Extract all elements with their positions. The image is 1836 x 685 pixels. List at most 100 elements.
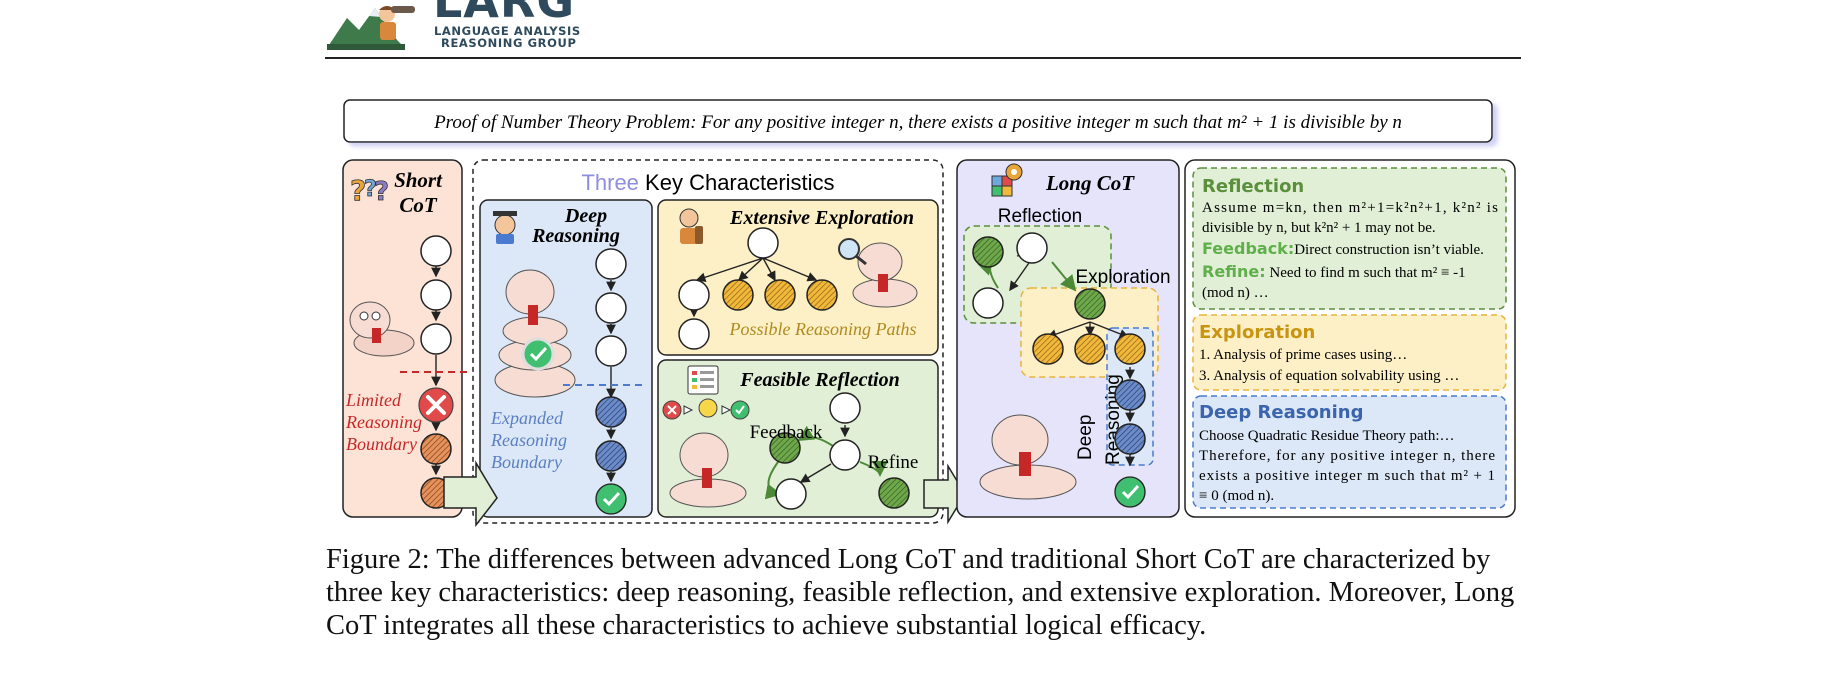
extensive-exploration-subpanel: Extensive Exploration Possible Reasoning… bbox=[657, 199, 939, 356]
feasible-title: Feasible Reflection bbox=[739, 369, 899, 391]
refine-detail: Refine: Need to find m such that m² ≡ -1 bbox=[1202, 262, 1466, 281]
node bbox=[1016, 232, 1048, 264]
node bbox=[764, 279, 796, 311]
three-key-characteristics-panel: Three Key Characteristics Deep Reasoning bbox=[472, 159, 944, 524]
limited-boundary-line3: Boundary bbox=[346, 434, 417, 454]
possible-paths-label: Possible Reasoning Paths bbox=[729, 319, 917, 339]
limited-boundary-line1: Limited bbox=[345, 390, 402, 410]
feedback-detail: Feedback:Direct construction isn’t viabl… bbox=[1202, 239, 1484, 258]
node bbox=[1114, 333, 1146, 365]
snake-coiled-icon bbox=[494, 269, 576, 398]
long-reflection-label: Reflection bbox=[998, 206, 1083, 227]
check-icon bbox=[1114, 476, 1146, 508]
long-exploration-label: Exploration bbox=[1075, 267, 1170, 288]
deep-detail-line3: exists a positive integer m such that m²… bbox=[1199, 468, 1495, 484]
node bbox=[595, 248, 627, 280]
node bbox=[1032, 333, 1064, 365]
idea-flow-icon bbox=[662, 398, 750, 420]
figure-caption: Figure 2: The differences between advanc… bbox=[326, 544, 1515, 641]
deep-detail-line2: Therefore, for any positive integer n, t… bbox=[1199, 448, 1495, 464]
check-icon bbox=[595, 483, 627, 515]
problem-statement-box: Proof of Number Theory Problem: For any … bbox=[343, 99, 1493, 143]
node bbox=[972, 236, 1004, 268]
snake-magnifier-icon bbox=[838, 238, 918, 308]
error-icon bbox=[418, 387, 454, 423]
node bbox=[420, 323, 452, 355]
exploration-detail-line1: 1. Analysis of prime cases using… bbox=[1199, 347, 1407, 363]
node bbox=[1074, 333, 1106, 365]
explorer-logo-icon bbox=[327, 6, 415, 50]
node bbox=[829, 439, 861, 471]
node bbox=[775, 478, 807, 510]
node bbox=[1074, 288, 1106, 320]
checklist-icon bbox=[687, 365, 719, 395]
scholar-icon bbox=[493, 211, 517, 244]
node bbox=[420, 235, 452, 267]
node bbox=[595, 335, 627, 367]
node bbox=[722, 279, 754, 311]
feedback-label: Feedback bbox=[750, 422, 823, 443]
deep-title-line2: Reasoning bbox=[531, 225, 620, 247]
reflection-detail-line2: divisible by n, but k²n² + 1 may not be. bbox=[1202, 220, 1436, 236]
problem-text: Proof of Number Theory Problem: For any … bbox=[433, 112, 1402, 133]
limited-boundary-line2: Reasoning bbox=[345, 412, 422, 432]
logo-title: LARG bbox=[433, 0, 576, 28]
deep-detail-line4: ≡ 0 (mod n). bbox=[1199, 488, 1274, 504]
deep-detail-title: Deep Reasoning bbox=[1199, 402, 1364, 423]
node bbox=[1114, 423, 1146, 455]
deep-title-line1: Deep bbox=[564, 205, 607, 227]
details-panel: Reflection Assume m=kn, then m²+1=k²n²+1… bbox=[1184, 159, 1516, 518]
node bbox=[806, 279, 838, 311]
svg-text:?: ? bbox=[374, 177, 389, 207]
node bbox=[678, 318, 710, 350]
exploration-detail-line2: 3. Analysis of equation solvability usin… bbox=[1199, 368, 1459, 384]
deep-reasoning-subpanel: Deep Reasoning bbox=[479, 199, 653, 518]
figure-2: Proof of Number Theory Problem: For any … bbox=[342, 99, 1516, 528]
page-header: LARG LANGUAGE ANALYSIS REASONING GROUP bbox=[0, 0, 1836, 60]
refine-label: Refine bbox=[868, 452, 919, 473]
three-key-title: Three Key Characteristics bbox=[581, 170, 834, 195]
question-marks-icon: ? ? ? bbox=[350, 174, 390, 208]
logo-subtitle-line1: LANGUAGE ANALYSIS bbox=[434, 24, 581, 38]
hiker-icon bbox=[679, 208, 703, 244]
node bbox=[972, 287, 1004, 319]
exploration-detail-box bbox=[1192, 314, 1507, 391]
snake-idea-icon bbox=[669, 432, 747, 508]
deep-detail-box bbox=[1192, 395, 1507, 509]
snake-thinking-icon bbox=[349, 301, 415, 357]
figure-diagram: Proof of Number Theory Problem: For any … bbox=[342, 99, 1516, 528]
deep-detail-line1: Choose Quadratic Residue Theory path:… bbox=[1199, 428, 1455, 444]
node bbox=[678, 279, 710, 311]
short-cot-panel: ? ? ? Short CoT Limited Reasoning Bounda… bbox=[342, 159, 470, 518]
node bbox=[829, 392, 861, 424]
node bbox=[420, 433, 452, 465]
reflection-detail-line1: Assume m=kn, then m²+1=k²n²+1, k²n² is bbox=[1202, 200, 1498, 216]
node bbox=[747, 227, 779, 259]
svg-text:?: ? bbox=[350, 174, 366, 207]
logo-subtitle-line2: REASONING GROUP bbox=[441, 36, 577, 50]
block-arrow-1 bbox=[443, 460, 498, 528]
node bbox=[595, 292, 627, 324]
exploration-detail-title: Exploration bbox=[1199, 322, 1315, 343]
node bbox=[1114, 379, 1146, 411]
long-cot-panel: Long CoT Reflection Exploration Deep Rea… bbox=[956, 159, 1180, 518]
node bbox=[769, 432, 801, 464]
node bbox=[420, 279, 452, 311]
puzzle-gear-icon bbox=[991, 163, 1023, 197]
expanded-boundary-line3: Boundary bbox=[491, 452, 562, 472]
refine-detail-line2: (mod n) … bbox=[1202, 285, 1269, 301]
svg-text:?: ? bbox=[364, 177, 377, 202]
snake-happy-icon bbox=[979, 414, 1077, 500]
long-cot-title: Long CoT bbox=[1045, 171, 1135, 195]
header-rule bbox=[325, 57, 1521, 59]
svg-text:Deep: Deep bbox=[1075, 415, 1096, 460]
feasible-reflection-subpanel: Feasible Reflection bbox=[657, 359, 939, 518]
extensive-title: Extensive Exploration bbox=[729, 207, 914, 229]
short-cot-title-line2: CoT bbox=[399, 193, 438, 217]
expanded-boundary-line2: Reasoning bbox=[490, 430, 567, 450]
node bbox=[595, 440, 627, 472]
reflection-detail-title: Reflection bbox=[1202, 176, 1304, 197]
node bbox=[595, 396, 627, 428]
expanded-boundary-line1: Expanded bbox=[490, 408, 564, 428]
node bbox=[878, 477, 910, 509]
